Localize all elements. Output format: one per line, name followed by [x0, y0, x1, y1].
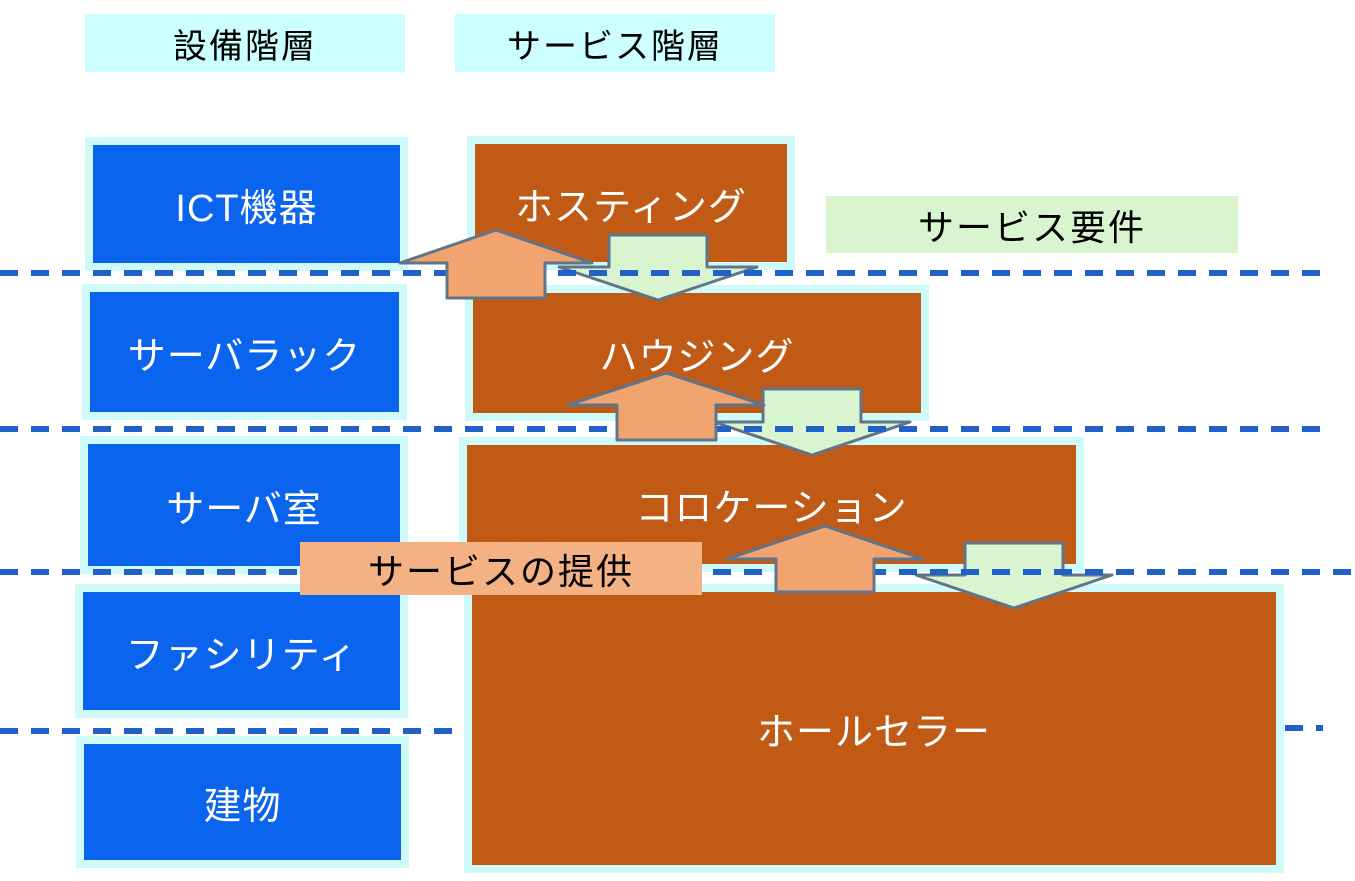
- layer-boundary-line-4-left: [0, 728, 459, 734]
- header-facility-hierarchy: 設備階層: [85, 14, 405, 72]
- facility-box-facility: ファシリティ: [75, 584, 408, 718]
- facility-box-server-room: サーバ室: [80, 436, 408, 574]
- layer-boundary-line-4-right: [1285, 725, 1323, 731]
- header-service-hierarchy: サービス階層: [455, 14, 775, 72]
- layer-boundary-line-2: [0, 426, 1320, 432]
- service-provision-label: サービスの提供: [300, 542, 702, 595]
- service-box-wholesaler: ホールセラー: [464, 584, 1284, 873]
- facility-box-building: 建物: [76, 736, 409, 868]
- service-requirements-label: サービス要件: [826, 196, 1238, 253]
- service-box-hosting: ホスティング: [467, 136, 795, 270]
- facility-box-ict-equipment: ICT機器: [85, 137, 408, 271]
- facility-box-server-rack: サーバラック: [82, 284, 407, 420]
- layer-boundary-line-1: [0, 270, 1332, 276]
- service-box-housing: ハウジング: [465, 285, 929, 421]
